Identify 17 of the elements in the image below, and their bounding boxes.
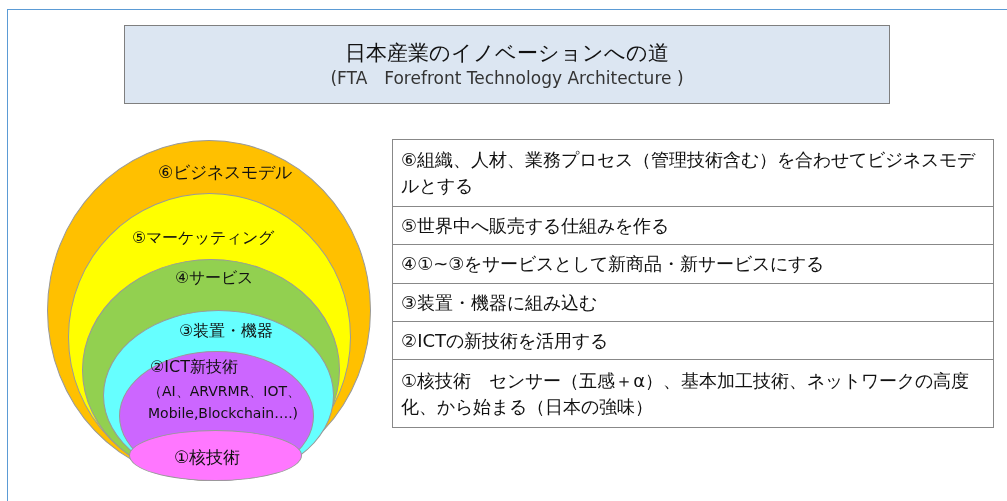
table-cell: ③装置・機器に組み込む (392, 283, 994, 322)
table-cell: ①核技術 センサー（五感＋α）、基本加工技術、ネットワークの高度化、から始まる（日本の強味） (392, 359, 994, 428)
table-cell: ②ICTの新技術を活用する (392, 321, 994, 360)
table-cell: ⑤世界中へ販売する仕組みを作る (392, 206, 994, 245)
table-cell: ④①~③をサービスとして新商品・新サービスにする (392, 244, 994, 284)
subtitle: (FTA Forefront Technology Architecture ) (330, 67, 684, 91)
layer-label: ③装置・機器 (179, 321, 274, 342)
table-cell: ⑥組織、人材、業務プロセス（管理技術含む）を合わせてビジネスモデルとする (392, 139, 994, 207)
layer-label: ⑤マーケッティング (132, 228, 275, 249)
title: 日本産業のイノベーションへの道 (345, 39, 669, 67)
layer-ellipse (129, 430, 302, 481)
layer-label: ④サービス (175, 268, 254, 289)
layer-note: （AI、ARVRMR、IOT、Mobile,Blockchain….) (148, 382, 303, 423)
layer-label: ⑥ビジネスモデル (158, 161, 293, 184)
layer-label: ②ICT新技術 (150, 357, 238, 378)
title-box (124, 25, 890, 104)
layer-label: ①核技術 (174, 446, 241, 469)
